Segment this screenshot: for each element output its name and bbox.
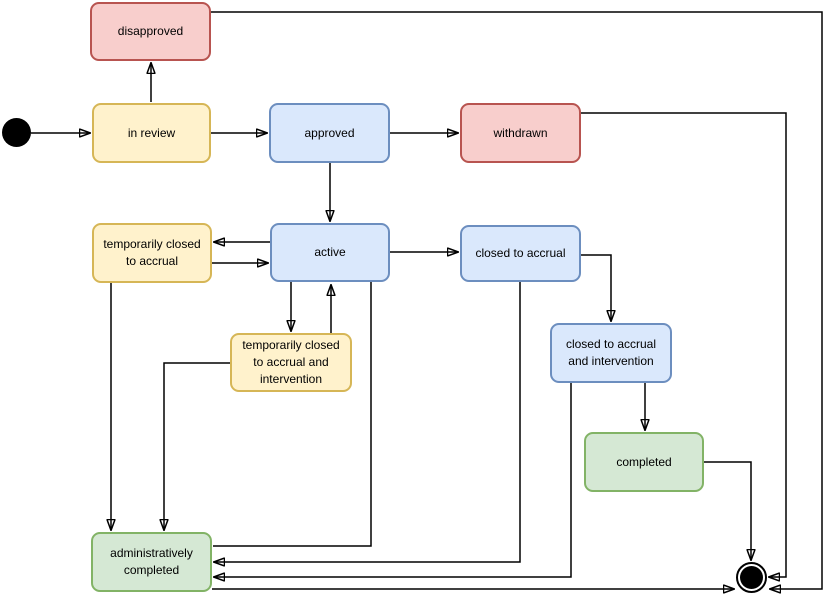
final-state-node bbox=[736, 562, 767, 593]
state-administratively-completed: administratively completed bbox=[91, 532, 212, 592]
edge-temp-closed-accrual-int-to-admin-completed bbox=[164, 362, 230, 530]
edge-closed-accrual-to-admin-completed bbox=[214, 282, 521, 562]
edge-closed-accrual-int-to-admin-completed bbox=[214, 383, 572, 577]
edge-completed-to-final bbox=[704, 461, 751, 560]
state-withdrawn: withdrawn bbox=[460, 103, 581, 163]
initial-state-node bbox=[2, 118, 31, 147]
state-closed-to-accrual: closed to accrual bbox=[460, 225, 581, 282]
edge-closed-accrual-to-closed-accrual-int bbox=[581, 254, 611, 321]
state-temporarily-closed-to-accrual-and-intervention: temporarily closed to accrual and interv… bbox=[230, 333, 352, 392]
edge-active-to-admin-completed bbox=[213, 282, 372, 547]
state-closed-to-accrual-and-intervention: closed to accrual and intervention bbox=[550, 323, 672, 383]
state-approved: approved bbox=[269, 103, 390, 163]
state-active: active bbox=[270, 223, 390, 282]
state-disapproved: disapproved bbox=[90, 2, 211, 61]
final-state-inner-dot bbox=[740, 566, 763, 589]
state-temporarily-closed-to-accrual: temporarily closed to accrual bbox=[92, 223, 212, 283]
edge-withdrawn-to-final bbox=[581, 112, 787, 577]
edge-disapproved-to-final bbox=[211, 11, 823, 589]
state-in-review: in review bbox=[92, 103, 211, 163]
state-completed: completed bbox=[584, 432, 704, 492]
